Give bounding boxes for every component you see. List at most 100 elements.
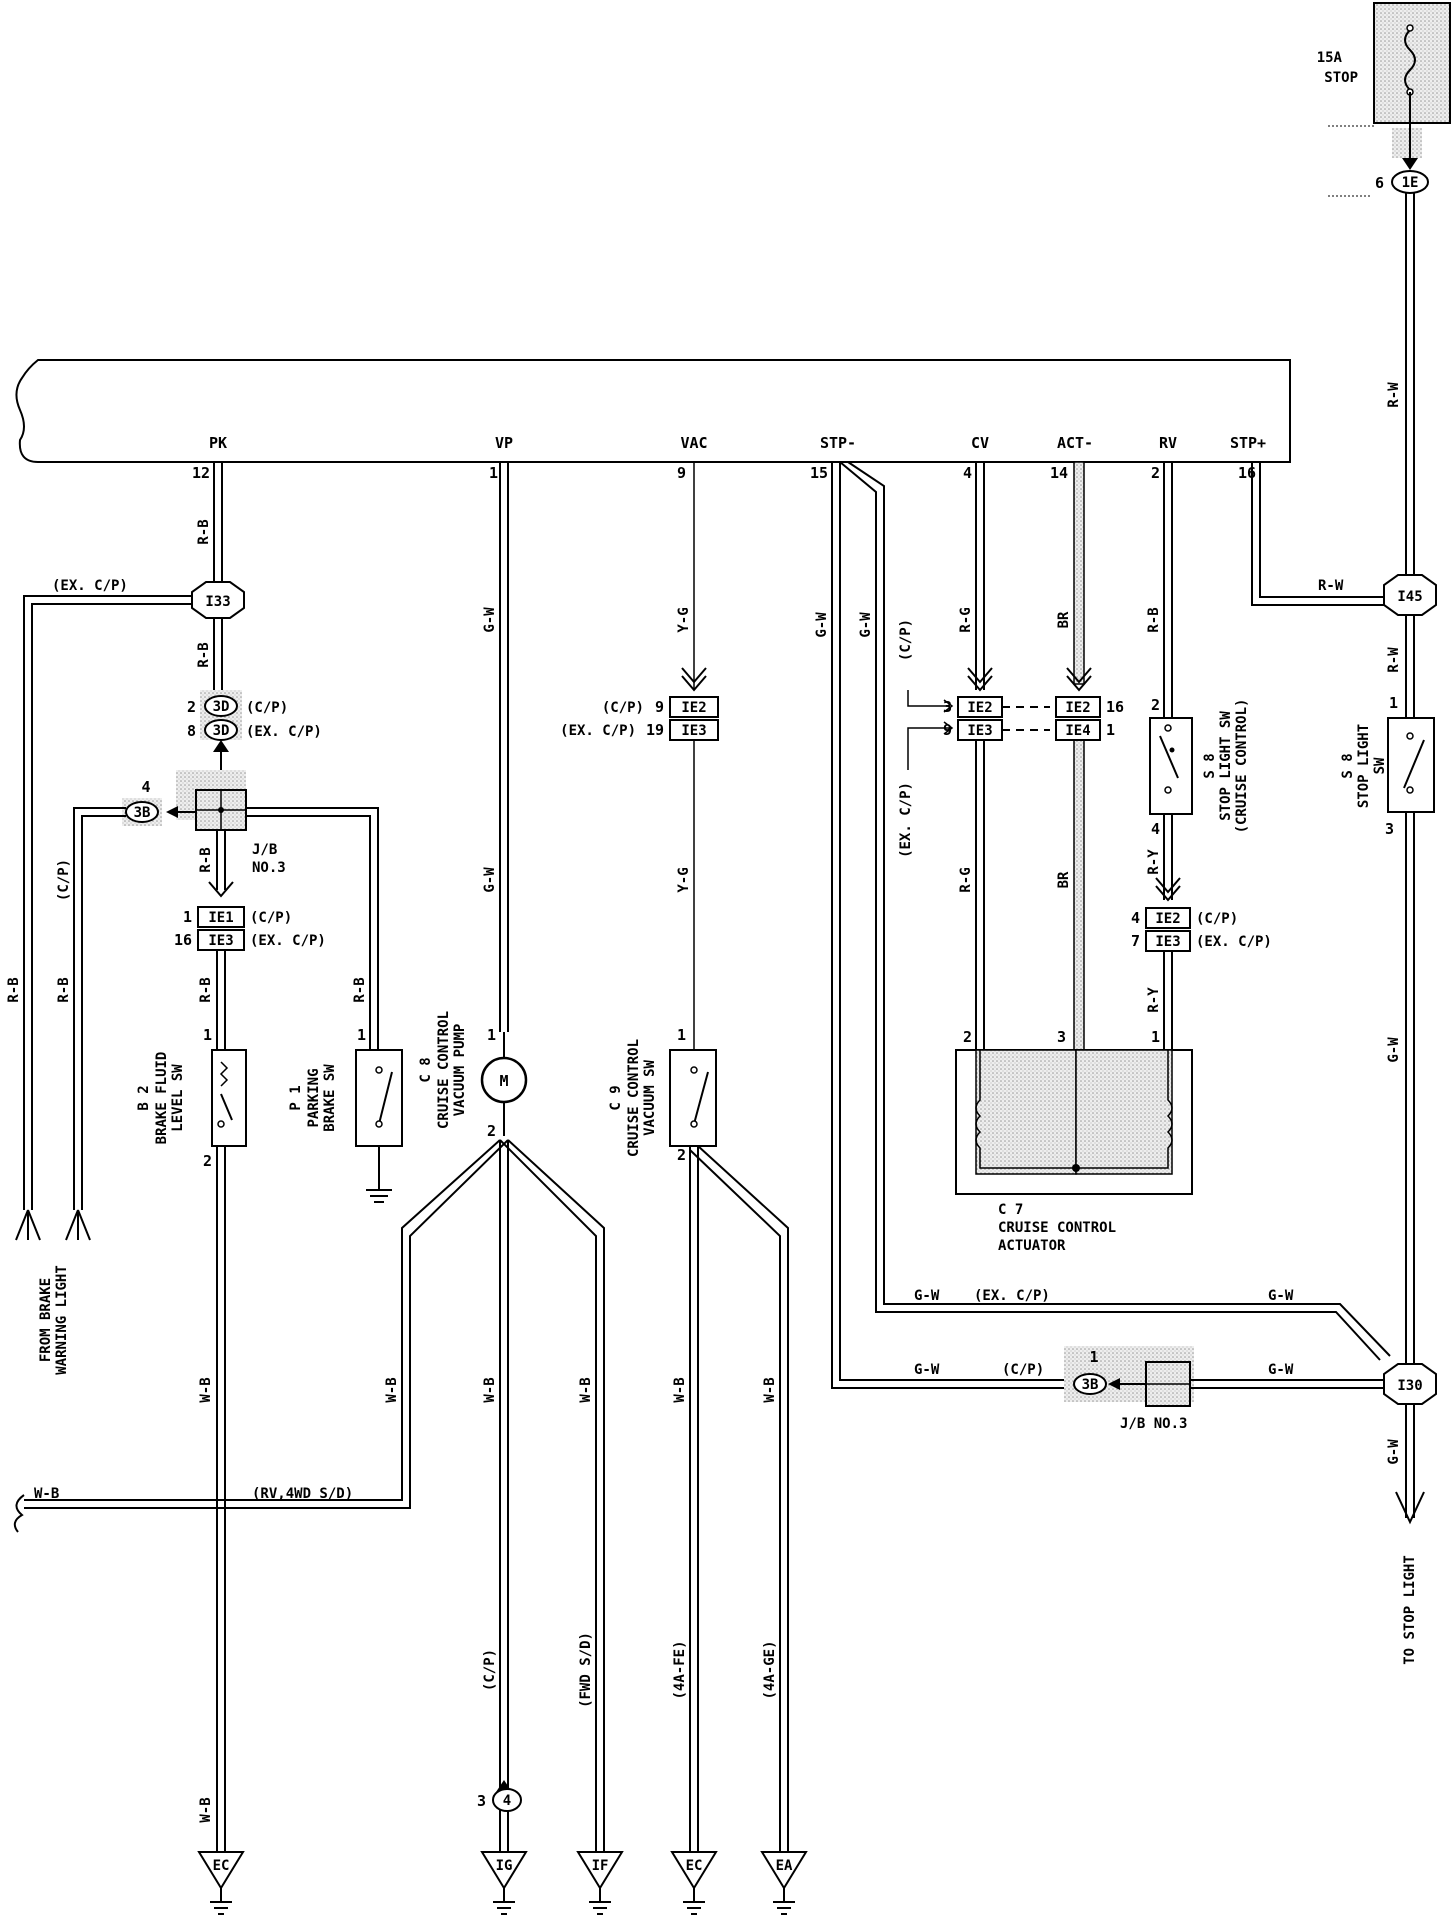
wire-cv: R-G <box>958 462 993 692</box>
stop-light-switch-cruise: S 8 STOP LIGHT SW (CRUISE CONTROL) 4 <box>1149 699 1250 838</box>
svg-text:1: 1 <box>183 908 192 926</box>
svg-text:(EX. C/P): (EX. C/P) <box>250 933 326 949</box>
svg-text:R-B: R-B <box>352 977 368 1002</box>
vacuum-pump-motor: M 2 C 8 CRUISE CONTROL VACUUM PUMP <box>418 1011 528 1140</box>
terminal-rv: RV <box>1159 434 1177 452</box>
fuse-name: STOP <box>1324 70 1358 86</box>
svg-text:G-W: G-W <box>914 1362 940 1378</box>
svg-text:CRUISE CONTROL: CRUISE CONTROL <box>626 1039 642 1157</box>
svg-text:(FWD S/D): (FWD S/D) <box>578 1632 594 1708</box>
wire-stp-minus: G-W G-W G-W (EX. C/P) G-W G-W (C/P) <box>814 461 1391 1389</box>
svg-text:1: 1 <box>677 1026 686 1044</box>
svg-text:3: 3 <box>943 698 952 716</box>
svg-text:9: 9 <box>655 698 664 716</box>
svg-text:EA: EA <box>776 1858 793 1874</box>
from-brake-line1: FROM BRAKE <box>38 1278 54 1362</box>
svg-text:(C/P): (C/P) <box>1196 911 1238 927</box>
svg-text:(EX. C/P): (EX. C/P) <box>1196 934 1272 950</box>
svg-text:G-W: G-W <box>814 612 830 638</box>
svg-text:12: 12 <box>192 464 210 482</box>
svg-text:(EX. C/P): (EX. C/P) <box>898 782 914 858</box>
svg-text:4: 4 <box>503 1793 511 1809</box>
svg-text:IE3: IE3 <box>1155 934 1180 950</box>
svg-text:3D: 3D <box>213 699 230 715</box>
svg-text:C 9: C 9 <box>608 1085 624 1110</box>
wire-rv: R-B 2 <box>1146 462 1173 718</box>
svg-text:BRAKE SW: BRAKE SW <box>322 1064 338 1132</box>
svg-text:G-W: G-W <box>858 612 874 638</box>
svg-text:W-B: W-B <box>482 1377 498 1402</box>
connector-3b-left: 3B 4 <box>122 778 196 826</box>
svg-text:M: M <box>499 1072 508 1090</box>
svg-text:2: 2 <box>1151 464 1160 482</box>
ground-ea: EA <box>760 1851 808 1915</box>
svg-text:1: 1 <box>1106 721 1115 739</box>
svg-text:W-B: W-B <box>34 1486 59 1502</box>
svg-text:LEVEL SW: LEVEL SW <box>170 1064 186 1132</box>
svg-text:(4A-GE): (4A-GE) <box>762 1640 778 1699</box>
svg-text:W-B: W-B <box>672 1377 688 1402</box>
svg-text:(RV,4WD S/D): (RV,4WD S/D) <box>252 1486 353 1502</box>
svg-text:(C/P): (C/P) <box>250 910 292 926</box>
svg-text:W-B: W-B <box>578 1377 594 1402</box>
svg-text:R-G: R-G <box>958 607 974 632</box>
svg-text:P 1: P 1 <box>288 1085 304 1110</box>
svg-text:W-B: W-B <box>198 1377 214 1402</box>
svg-text:14: 14 <box>1050 464 1068 482</box>
svg-text:3: 3 <box>1057 1028 1066 1046</box>
svg-text:1: 1 <box>1089 1348 1098 1366</box>
connector-ie1-ie3-pk: IE1 IE3 1 16 (C/P) (EX. C/P) <box>174 906 326 951</box>
svg-text:G-W: G-W <box>1386 1037 1402 1063</box>
cruise-control-actuator: C 7 CRUISE CONTROL ACTUATOR <box>955 1049 1193 1254</box>
svg-text:4: 4 <box>1131 909 1140 927</box>
svg-text:1: 1 <box>489 464 498 482</box>
ground-ec-2: EC <box>670 1851 718 1915</box>
svg-text:R-W: R-W <box>1386 647 1402 673</box>
svg-text:9: 9 <box>943 721 952 739</box>
stop-light-switch: S 8 STOP LIGHT SW 3 <box>1340 717 1435 838</box>
svg-text:2: 2 <box>963 1028 972 1046</box>
svg-text:ACTUATOR: ACTUATOR <box>998 1238 1066 1254</box>
svg-text:I33: I33 <box>205 594 230 610</box>
wire-pk: R-B R-B <box>196 462 223 690</box>
wire-r-b-ex-cp: (EX. C/P) R-B <box>6 578 192 1241</box>
wire-r-b-cp: (C/P) R-B <box>56 807 126 1241</box>
svg-text:(C/P): (C/P) <box>56 859 72 901</box>
junction-block-3: J/B NO.3 <box>195 789 286 876</box>
svg-text:S 8: S 8 <box>1340 753 1356 778</box>
svg-text:VACUUM SW: VACUUM SW <box>642 1060 658 1136</box>
svg-text:IE2: IE2 <box>681 700 706 716</box>
svg-text:CRUISE CONTROL: CRUISE CONTROL <box>998 1220 1116 1236</box>
svg-text:16: 16 <box>1106 698 1124 716</box>
connector-ie2-ie3-cv: IE2 IE3 3 9 <box>943 696 1003 741</box>
svg-text:EC: EC <box>686 1858 703 1874</box>
svg-text:4: 4 <box>963 464 972 482</box>
svg-text:6: 6 <box>1375 174 1384 192</box>
svg-text:R-W: R-W <box>1318 578 1344 594</box>
svg-text:G-W: G-W <box>1268 1288 1294 1304</box>
svg-text:EC: EC <box>213 1858 230 1874</box>
svg-text:3: 3 <box>1385 820 1394 838</box>
svg-text:3: 3 <box>477 1792 486 1810</box>
svg-text:(EX. C/P): (EX. C/P) <box>560 723 636 739</box>
svg-text:IE1: IE1 <box>208 910 233 926</box>
connector-3d: 3D 3D 2 8 (C/P) (EX. C/P) <box>187 695 322 741</box>
connector-4: 4 3 <box>477 1780 522 1812</box>
svg-text:R-B: R-B <box>198 977 214 1002</box>
fuse-15a-stop: 15A STOP <box>1317 2 1451 127</box>
svg-text:J/B NO.3: J/B NO.3 <box>1120 1416 1187 1432</box>
svg-text:W-B: W-B <box>384 1377 400 1402</box>
svg-text:R-B: R-B <box>198 847 214 872</box>
svg-text:IF: IF <box>592 1858 609 1874</box>
wire-stp-plus: R-W <box>1251 462 1388 606</box>
svg-text:16: 16 <box>1238 464 1256 482</box>
ground-if: IF <box>576 1851 624 1915</box>
svg-text:7: 7 <box>1131 932 1140 950</box>
svg-text:(EX. C/P): (EX. C/P) <box>974 1288 1050 1304</box>
svg-text:(CRUISE CONTROL): (CRUISE CONTROL) <box>1234 699 1250 834</box>
brake-fluid-level-switch: B 2 BRAKE FLUID LEVEL SW 2 <box>136 1049 247 1170</box>
wire-r-b-parking: R-B <box>246 807 379 1050</box>
terminal-vp: VP <box>495 434 513 452</box>
svg-text:(C/P): (C/P) <box>898 619 914 661</box>
